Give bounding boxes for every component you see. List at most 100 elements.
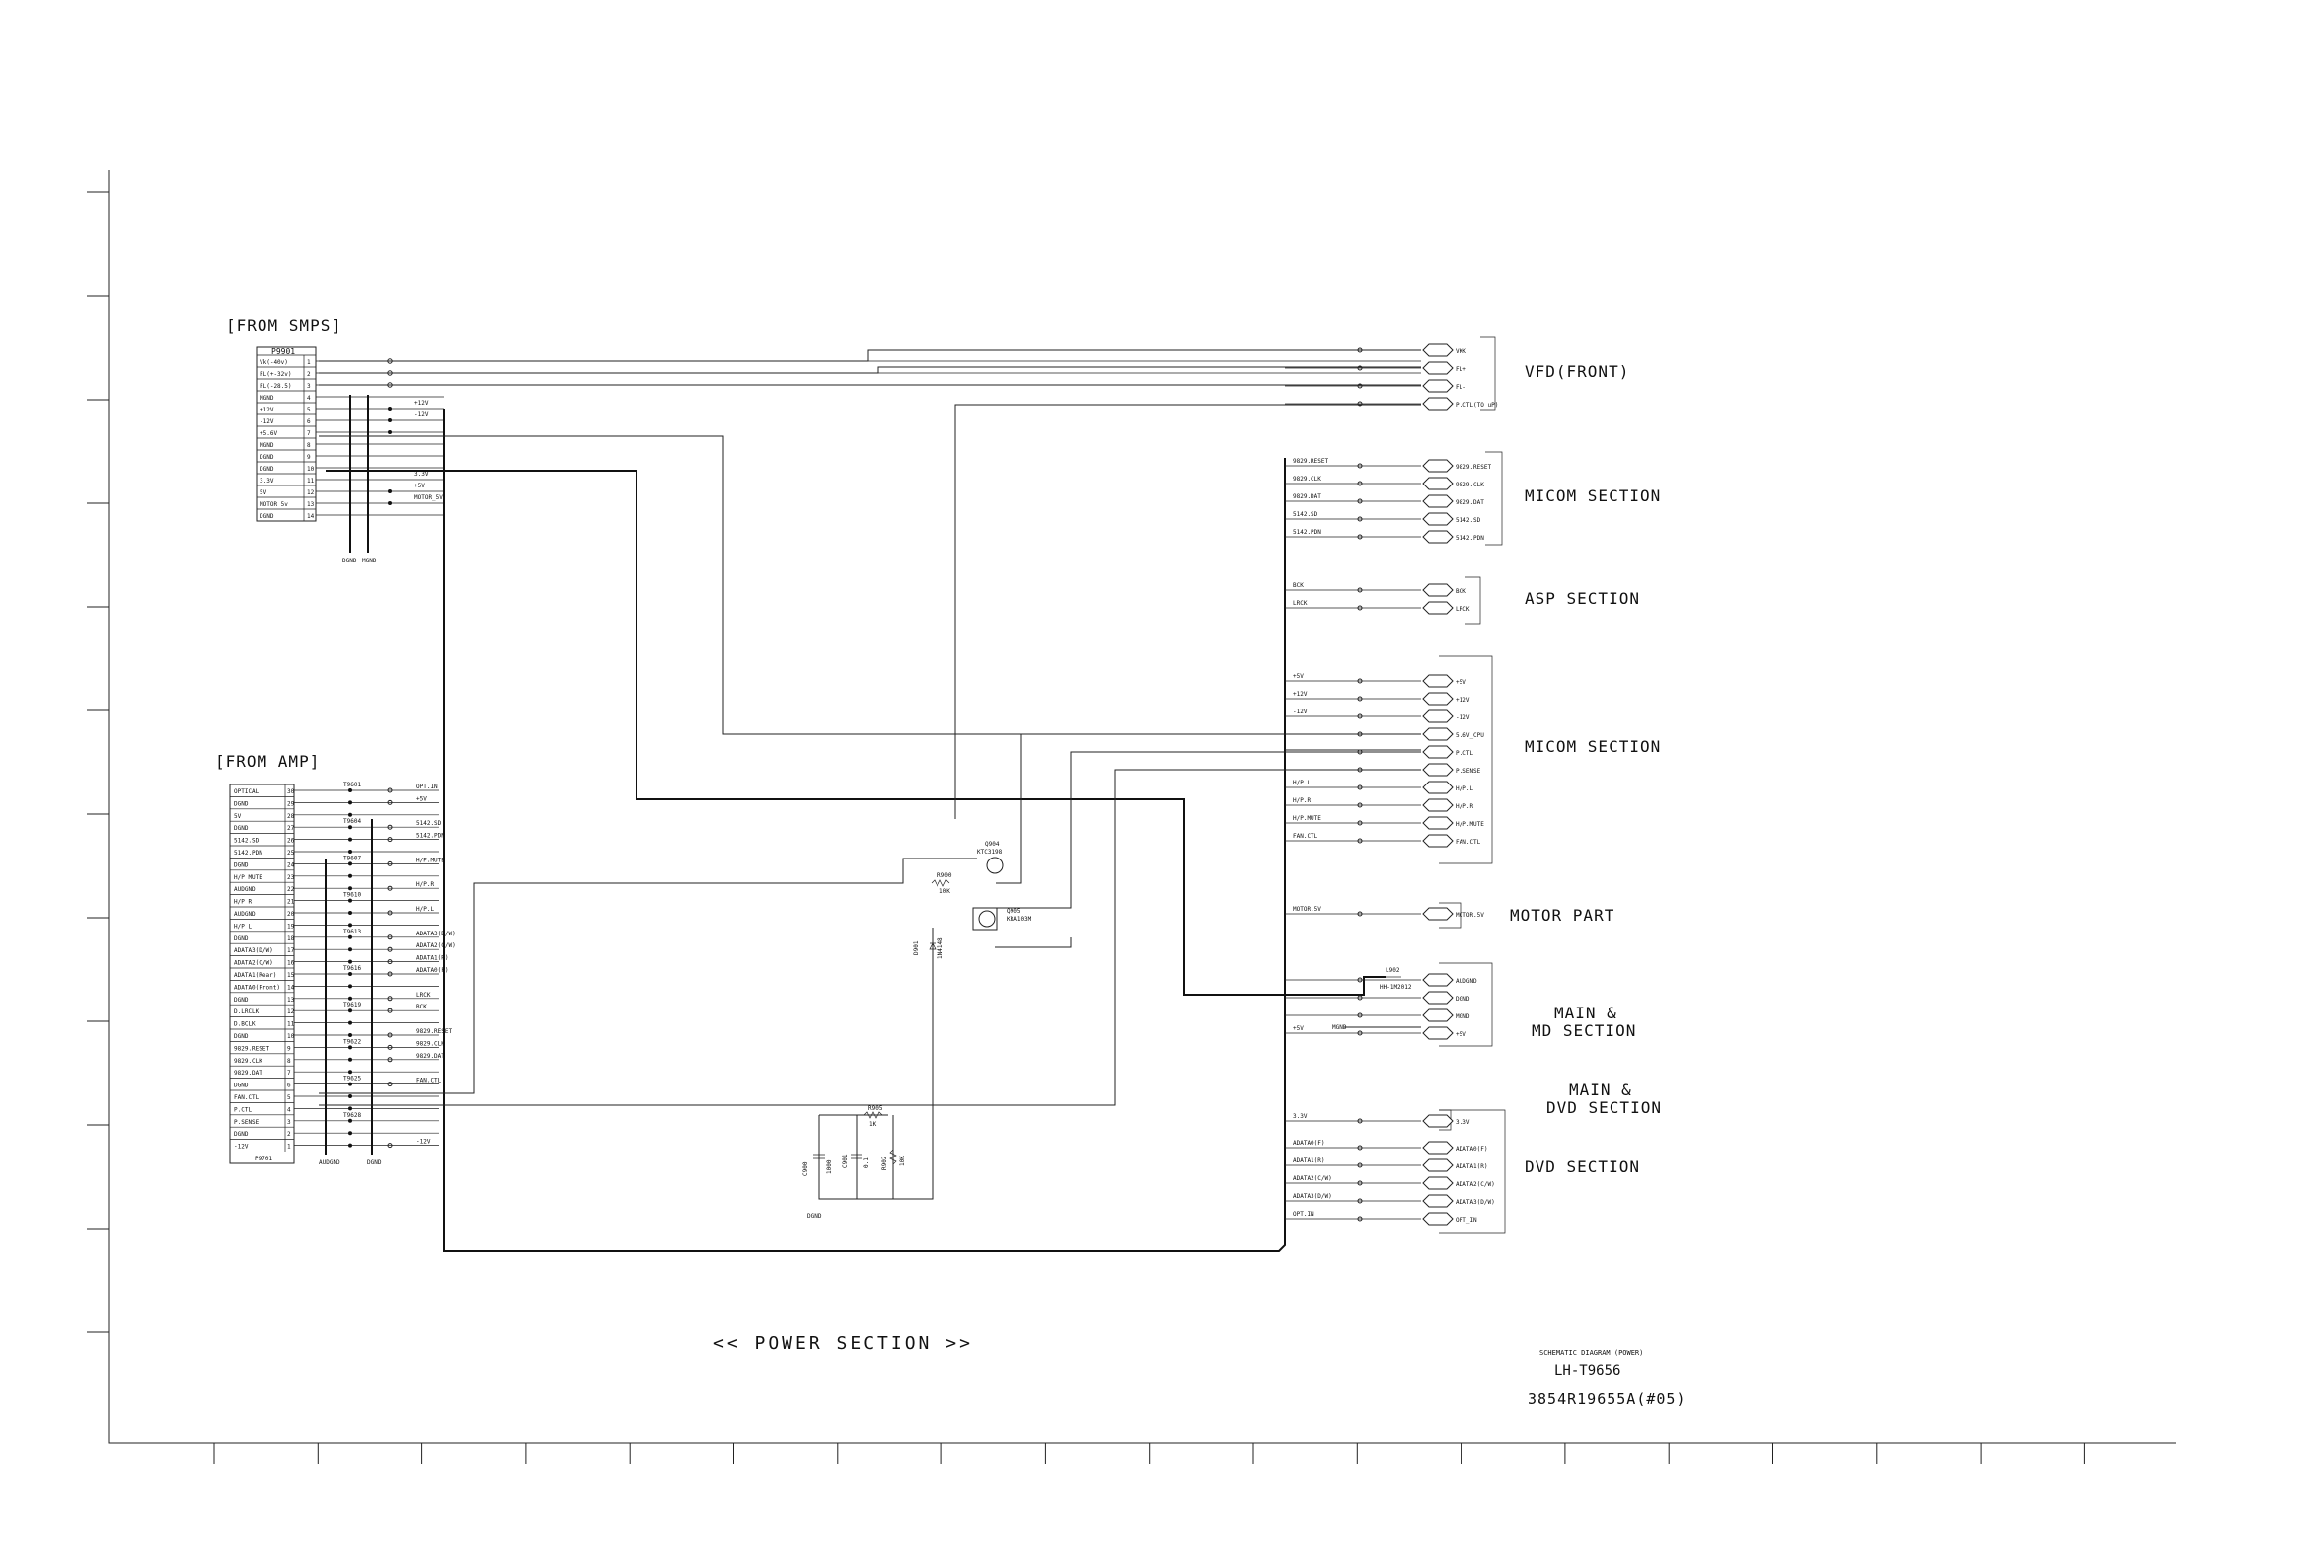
net-port-label: ADATA2(C/W): [1456, 1181, 1495, 1188]
amp-junction: [348, 1020, 352, 1025]
q905-part: KRA103M: [1007, 916, 1032, 923]
smps-out-label: +12V: [414, 400, 429, 407]
amp-pin-label: 9829.DAT: [234, 1070, 262, 1077]
amp-pin-number: 24: [287, 861, 295, 868]
net-port-label: VKK: [1456, 348, 1466, 355]
amp-junction: [348, 873, 352, 878]
capacitor-c901: C901 0.1: [842, 1154, 870, 1168]
amp-pin-label: ADATA0(Front): [234, 984, 280, 991]
net-port-label: P.SENSE: [1456, 768, 1481, 775]
amp-test-point: [387, 1143, 393, 1149]
net-test-point: [1357, 463, 1363, 469]
net-test-point: [1357, 802, 1363, 808]
amp-junction: [348, 996, 352, 1001]
net-left-label: 5142.SD: [1293, 511, 1318, 518]
net-port: [1422, 1114, 1454, 1128]
amp-pin-label: FAN.CTL: [234, 1094, 260, 1101]
net-left-label: BCK: [1293, 582, 1304, 589]
amp-pin-label: H/P L: [234, 923, 252, 930]
net-port: [1422, 1212, 1454, 1226]
smps-pin-number: 9: [307, 454, 311, 461]
power-section-title: << POWER SECTION >>: [713, 1333, 973, 1354]
net-port: [1422, 816, 1454, 830]
amp-test-point: [387, 910, 393, 916]
smps-pin-number: 7: [307, 430, 311, 437]
net-port: [1422, 1158, 1454, 1172]
amp-junction: [348, 837, 352, 842]
net-test-point: [1357, 1030, 1363, 1036]
net-left-label: 9829.DAT: [1293, 493, 1321, 500]
section-title: MICOM SECTION: [1525, 486, 1661, 505]
amp-pin-label: D.BCLK: [234, 1021, 256, 1028]
net-port-label: FAN.CTL: [1456, 839, 1481, 846]
amp-pin-number: 6: [287, 1083, 291, 1089]
amp-test-point: [387, 885, 393, 891]
amp-pin-number: 18: [287, 935, 295, 942]
net-port-label: LRCK: [1456, 606, 1470, 613]
smps-pin-number: 10: [307, 466, 315, 473]
net-test-point: [1357, 1118, 1363, 1124]
net-port: [1422, 907, 1454, 921]
amp-pin-label: DGND: [234, 935, 249, 942]
net-test-point: [1357, 347, 1363, 353]
smps-junction: [388, 489, 392, 493]
smps-pin-number: 6: [307, 418, 311, 425]
amp-junction: [348, 1070, 352, 1075]
amp-ref-label: T9628: [343, 1112, 361, 1119]
net-left-label: H/P.R: [1293, 797, 1311, 804]
net-test-point: [1357, 1198, 1363, 1204]
section-title: MICOM SECTION: [1525, 737, 1661, 756]
amp-out-label: LRCK: [416, 992, 431, 999]
amp-test-point: [387, 860, 393, 866]
inductor-l902: L902 HH-1M2012: [1380, 967, 1412, 991]
amp-out-label: 5142.SD: [416, 820, 442, 827]
net-port: [1422, 763, 1454, 777]
amp-pin-label: 9829.CLK: [234, 1058, 262, 1065]
r900-val: 10K: [939, 888, 950, 895]
amp-junction: [348, 1082, 352, 1086]
smps-out-label: MOTOR_5V: [414, 494, 443, 501]
amp-junction: [348, 788, 352, 792]
net-port-label: H/P.L: [1456, 785, 1473, 792]
amp-pin-number: 1: [287, 1144, 291, 1151]
section-title: DVD SECTION: [1525, 1157, 1640, 1176]
amp-ref-label: T9601: [343, 782, 361, 788]
section-bracket: [1439, 1109, 1506, 1234]
amp-pin-number: 29: [287, 800, 295, 807]
net-port: [1422, 674, 1454, 688]
net-port: [1422, 798, 1454, 812]
amp-pin-number: 17: [287, 947, 295, 954]
net-port: [1422, 397, 1454, 411]
c901-val: 0.1: [863, 1157, 870, 1168]
amp-pin-number: 30: [287, 788, 295, 795]
amp-junction: [348, 850, 352, 854]
amp-junction: [348, 934, 352, 939]
net-test-point: [1357, 1012, 1363, 1018]
amp-pin-number: 15: [287, 972, 295, 979]
smps-pin-label: 5V: [260, 489, 267, 496]
net-port: [1422, 601, 1454, 615]
amp-pin-number: 28: [287, 813, 295, 820]
amp-pin-label: AUDGND: [234, 911, 256, 918]
smps-pin-number: 4: [307, 395, 311, 402]
net-left-label: H/P.L: [1293, 780, 1311, 786]
amp-pin-label: DGND: [234, 1083, 249, 1089]
amp-test-point: [387, 1057, 393, 1063]
net-left-label: ADATA1(R): [1293, 1157, 1325, 1164]
amp-out-label: 9829.CLK: [416, 1040, 445, 1047]
smps-pin-label: Vk(-40v): [260, 359, 288, 366]
amp-pin-number: 10: [287, 1033, 295, 1040]
drawing-frame: [87, 170, 2176, 1464]
net-port: [1422, 991, 1454, 1005]
smps-pin-label: MGND: [260, 395, 274, 402]
net-left-label: +5V: [1293, 1025, 1304, 1032]
net-port-label: FL-: [1456, 384, 1466, 391]
c901-ref: C901: [842, 1154, 849, 1168]
net-port-label: H/P.R: [1456, 803, 1473, 810]
net-port: [1422, 512, 1454, 526]
section-title: ASP SECTION: [1525, 589, 1640, 608]
net-port-label: +5V: [1456, 1031, 1466, 1038]
amp-test-point: [387, 934, 393, 940]
